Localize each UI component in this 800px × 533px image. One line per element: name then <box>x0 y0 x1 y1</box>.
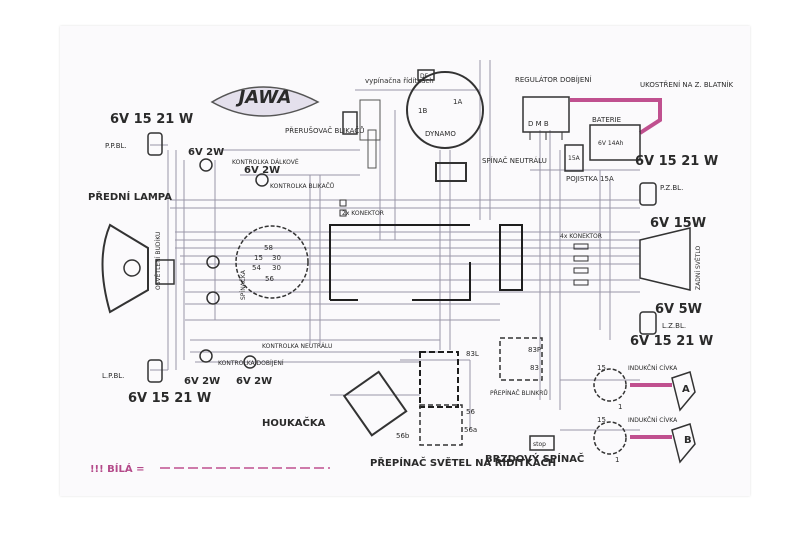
label-sp-30a: 30 <box>272 254 281 262</box>
pink-wires <box>570 98 672 439</box>
light-switch-box <box>419 404 463 446</box>
label-6v2w-c: 6V 2W <box>184 376 220 387</box>
label-predni-lampa: PŘEDNÍ LAMPA <box>88 190 172 203</box>
dynamo <box>359 69 484 169</box>
label-lzbl: L.Z.BL. <box>662 322 686 330</box>
label-zadni-svetlo: ZADNÍ SVĚTLO <box>694 246 702 290</box>
diagram-card <box>60 26 750 496</box>
label-zadni-watt: 6V 15W <box>650 216 706 231</box>
label-ind-a-1: 1 <box>618 403 622 411</box>
label-lzbl-watt: 6V 5W <box>655 302 702 317</box>
label-dyn-1a: 1A <box>453 98 462 106</box>
label-bila: !!! BÍLÁ = <box>90 462 144 475</box>
interrupter-box <box>342 111 358 135</box>
label-kontrolka-dobijeni: KONTROLKA DOBÍJENÍ <box>218 360 284 367</box>
label-kontrolka-neutralu: KONTROLKA NEUTRÁLU <box>262 343 332 350</box>
label-brzdovy: BRZDOVÝ SPÍNAČ <box>485 452 584 465</box>
label-dyn-1b: 1B <box>418 107 427 115</box>
label-spinac-neutralu: SPÍNAČ NEUTRÁLU <box>482 156 547 165</box>
label-kontrolka-dalkove: KONTROLKA DÁLKOVÉ <box>232 158 299 166</box>
label-ind-a-15: 15 <box>597 364 606 372</box>
label-vypinac: vypínačna řídítkách <box>365 77 434 85</box>
label-prepinac-svetel: PŘEPÍNAČ SVĚTEL NA ŘÍDÍTKÁCH <box>370 456 556 469</box>
label-stop: stop <box>533 441 546 448</box>
label-pojistka: POJISTKA 15A <box>566 175 614 183</box>
label-konektor2: 2x KONEKTOR <box>342 210 384 217</box>
label-pojistka-val: 15A <box>568 155 581 162</box>
label-dynamo: DYNAMO <box>425 130 456 138</box>
label-pzbl: P.Z.BL. <box>660 184 683 192</box>
label-lpbl-watt: 6V 15 21 W <box>128 391 211 406</box>
label-regulator: REGULÁTOR DOBÍJENÍ <box>515 75 592 84</box>
induction-coils <box>593 368 696 464</box>
jawa-logo: JAWA <box>210 86 320 117</box>
label-bat-value: 6V 14Ah <box>598 140 624 147</box>
label-dyn-df: DF <box>420 73 429 80</box>
brake-switch-box <box>529 435 555 451</box>
lpbl-lamp <box>147 359 163 383</box>
label-reg-dmb: D M B <box>528 120 549 128</box>
blinker-switch-box <box>499 337 543 381</box>
regulator <box>522 96 570 140</box>
label-prepinac-blinkru: PŘEPÍNAČ BLINKRŮ <box>490 389 548 397</box>
label-prerusovac: PŘERUŠOVAČ BLIKAČŮ <box>285 126 364 135</box>
connector-4x <box>339 199 589 286</box>
label-sp-54: 54 <box>252 264 261 272</box>
label-ps-56: 56 <box>466 408 475 416</box>
label-ind-a-letter: A <box>682 384 690 395</box>
label-ukostreni: UKOSTŘENÍ NA Z. BLATNÍK <box>640 80 734 89</box>
label-ind-b: INDUKČNÍ CÍVKA <box>628 417 678 424</box>
label-ppbl: P.P.BL. <box>105 142 127 150</box>
horn <box>342 370 408 437</box>
logo-text: JAWA <box>236 87 292 108</box>
label-6v2w-b: 6V 2W <box>244 165 280 176</box>
battery <box>564 124 641 172</box>
wiring-harness <box>150 60 640 431</box>
label-ppbl-watt: 6V 15 21 W <box>110 112 193 127</box>
ignition-switch <box>235 225 309 299</box>
label-ps-56a: 56a <box>464 426 477 434</box>
ppbl-lamp <box>147 132 163 156</box>
label-osvetleni-budiku: OSVĚTLENÍ BUDÍKU <box>154 232 162 290</box>
label-ind-b-15: 15 <box>597 416 606 424</box>
front-lamp <box>101 223 175 314</box>
label-kontrolka-blikacu: KONTROLKA BLIKAČŮ <box>270 183 334 190</box>
label-prep-83: 83 <box>530 364 539 372</box>
label-houkacka: HOUKAČKA <box>262 416 326 429</box>
label-konektor4: 4x KONEKTOR <box>560 233 602 240</box>
label-6v2w-d: 6V 2W <box>236 376 272 387</box>
rear-lamps <box>639 182 691 335</box>
label-pzbl-watt: 6V 15 21 W <box>635 154 718 169</box>
label-6v2w-a: 6V 2W <box>188 147 224 158</box>
control-lamps <box>199 158 269 369</box>
label-lpbl: L.P.BL. <box>102 372 124 380</box>
label-sp-15: 15 <box>254 254 263 262</box>
label-sp-30b: 30 <box>272 264 281 272</box>
label-prep-83p: 83P <box>528 346 541 354</box>
label-spinacka: SPÍNAČKA <box>240 269 247 300</box>
label-ind-b-1: 1 <box>615 456 619 464</box>
label-ind-b-letter: B <box>684 435 692 446</box>
connector-boxes <box>329 224 523 408</box>
label-lzbl-watt2: 6V 15 21 W <box>630 334 713 349</box>
label-sp-58: 58 <box>264 244 273 252</box>
neutral-switch-box <box>435 162 467 182</box>
label-sp-56: 56 <box>265 275 274 283</box>
label-baterie: BATERIE <box>592 116 621 124</box>
label-ind-a: INDUKČNÍ CÍVKA <box>628 365 678 372</box>
label-ps-56b: 56b <box>396 432 410 440</box>
label-prep-83l: 83L <box>466 350 479 358</box>
